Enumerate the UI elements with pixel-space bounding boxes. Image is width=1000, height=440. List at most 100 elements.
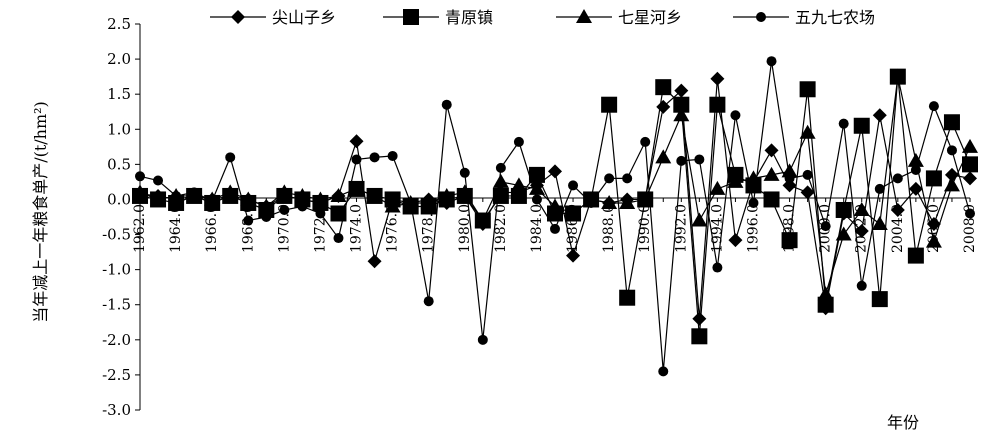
series-3-point	[892, 173, 903, 184]
series-1-point	[962, 156, 978, 173]
series-3-point	[748, 197, 759, 208]
series-2-point	[799, 124, 816, 139]
series-2-point	[565, 205, 582, 220]
series-0-point	[566, 248, 581, 263]
series-3-point	[946, 145, 957, 156]
series-2-point	[835, 226, 852, 241]
series-3-point	[369, 152, 380, 163]
y-tick-label: 2.5	[107, 15, 131, 33]
x-tick-label: 1974.0	[349, 204, 365, 253]
series-2-point	[907, 152, 924, 167]
series-1-point	[835, 201, 852, 218]
series-1-point	[691, 328, 708, 345]
series-3-point	[261, 212, 272, 222]
series-0-point	[908, 181, 923, 196]
series-2-point	[240, 191, 257, 206]
series-2-point	[962, 138, 978, 153]
series-1-point	[655, 79, 672, 96]
y-tick-label: -1.0	[102, 261, 131, 279]
series-0-point	[674, 83, 689, 98]
legend-marker	[231, 10, 245, 24]
series-2-point	[150, 191, 167, 206]
series-0-point	[728, 233, 743, 248]
series-3-point	[135, 171, 145, 182]
series-0-point	[656, 99, 671, 114]
series-3-point	[531, 194, 542, 205]
series-0-point	[963, 171, 977, 186]
series-2-point	[384, 198, 401, 213]
series-2-point	[817, 286, 834, 301]
series-2-point	[276, 184, 293, 199]
y-axis: 2.52.01.51.00.50.0-0.5-1.0-1.5-2.0-2.5-3…	[102, 15, 141, 419]
y-tick-label: 2.0	[107, 50, 131, 68]
legend: 尖山子乡青原镇七星河乡五九七农场	[210, 8, 875, 27]
x-tick-label: 1996.0	[745, 204, 761, 253]
series-2-point	[420, 194, 437, 209]
x-tick-label: 2004.0	[890, 204, 906, 253]
series-1-point	[907, 247, 924, 264]
series-1-point	[709, 96, 726, 113]
series-2-point	[132, 184, 148, 199]
series-2-point	[294, 187, 311, 202]
series-markers	[132, 56, 978, 377]
y-tick-label: 1.5	[107, 85, 131, 103]
series-3-point	[820, 221, 831, 232]
series-1-point	[601, 96, 618, 113]
y-tick-label: -3.0	[102, 401, 131, 419]
x-tick-label: 1988.0	[601, 204, 617, 253]
series-3-point	[441, 99, 452, 110]
y-tick-label: -2.5	[102, 366, 131, 384]
series-3-point	[315, 208, 326, 219]
y-tick-label: -0.5	[102, 226, 131, 244]
x-tick-label: 1970.0	[276, 204, 292, 253]
series-2-point	[492, 173, 509, 188]
x-tick-label: 1962.0	[132, 204, 148, 253]
series-2-point	[781, 163, 798, 178]
series-3-point	[333, 233, 344, 244]
series-3-point	[802, 169, 813, 180]
series-3-point	[405, 197, 416, 208]
legend-label: 七星河乡	[618, 8, 682, 27]
y-tick-label: -1.5	[102, 296, 131, 314]
series-1-point	[943, 114, 960, 131]
series-3-point	[477, 334, 488, 345]
series-2-point	[943, 177, 960, 192]
x-tick-label: 1982.0	[493, 204, 509, 253]
series-2-point	[637, 191, 654, 206]
series-line-2	[139, 76, 971, 295]
series-0-point	[872, 108, 887, 123]
series-2-point	[258, 198, 275, 213]
y-tick-label: 1.0	[107, 120, 131, 138]
series-3-point	[730, 110, 741, 121]
series-3-point	[712, 262, 723, 273]
series-2-point	[312, 191, 329, 206]
x-tick-label: 1968.0	[240, 204, 256, 253]
series-3-point	[171, 190, 182, 201]
series-1-point	[763, 191, 780, 208]
x-tick-label: 1964.0	[168, 204, 184, 253]
series-2-point	[456, 184, 473, 199]
series-3-point	[676, 155, 687, 166]
series-1-point	[673, 96, 690, 113]
series-1-point	[528, 166, 545, 183]
series-3-point	[153, 175, 164, 186]
series-0-point	[692, 311, 707, 326]
x-tick-label: 1994.0	[709, 204, 725, 253]
series-0-point	[926, 217, 941, 232]
series-3-point	[658, 366, 669, 377]
series-2-point	[709, 180, 726, 195]
legend-marker	[576, 9, 592, 23]
series-2-point	[330, 187, 347, 202]
series-2-point	[619, 194, 636, 209]
x-tick-label: 1966.0	[204, 204, 220, 253]
series-2-point	[673, 107, 690, 122]
series-0-point	[890, 202, 905, 217]
series-3-point	[423, 296, 434, 307]
series-3-point	[586, 197, 597, 208]
series-2-point	[366, 187, 383, 202]
series-3-point	[297, 201, 308, 212]
series-2-point	[763, 166, 780, 181]
x-tick-label: 1990.0	[637, 204, 653, 253]
series-3-point	[874, 183, 885, 194]
